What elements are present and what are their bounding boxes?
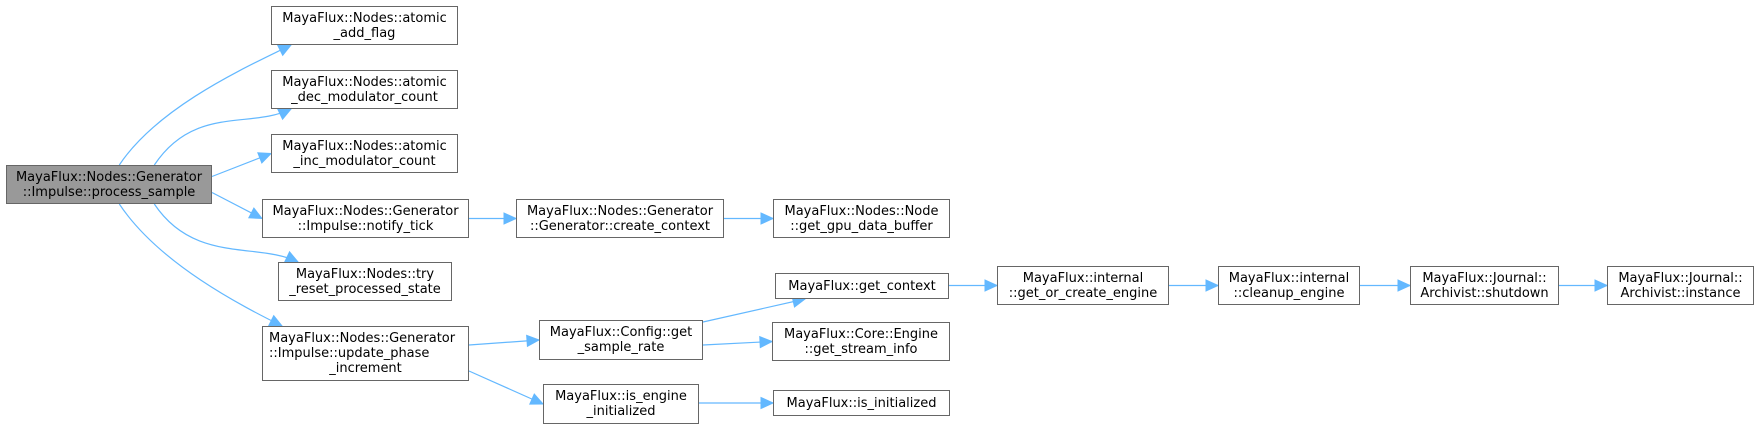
node-label: MayaFlux::Nodes::atomic [282,138,447,154]
node-label: Archivist::instance [1620,285,1741,301]
node-get-context[interactable]: MayaFlux::get_context [775,273,949,299]
node-root-process-sample[interactable]: MayaFlux::Nodes::Generator ::Impulse::pr… [6,165,212,204]
arrowhead-icon [1594,279,1609,292]
node-label: ::Generator::create_context [529,218,711,234]
node-get-or-create-engine[interactable]: MayaFlux::internal ::get_or_create_engin… [997,266,1169,305]
node-label: MayaFlux::internal [1022,270,1144,286]
node-get-sample-rate[interactable]: MayaFlux::Config::get _sample_rate [539,320,703,360]
node-label: ::Impulse::update_phase [269,346,430,361]
node-label: MayaFlux::Journal:: [1618,270,1743,286]
node-create-context[interactable]: MayaFlux::Nodes::Generator ::Generator::… [516,199,724,238]
edge-root-to-atomic_dec [153,108,292,166]
arrowhead-icon [277,44,293,57]
node-label: MayaFlux::get_context [788,278,936,294]
arrowhead-icon [284,250,300,263]
node-label: MayaFlux::Nodes::atomic [282,74,447,90]
node-archivist-instance[interactable]: MayaFlux::Journal:: Archivist::instance [1607,266,1754,305]
node-label: MayaFlux::Nodes::Generator [15,169,203,185]
node-label: MayaFlux::is_engine [555,389,687,404]
arrowhead-icon [257,152,273,164]
node-label: _inc_modulator_count [293,153,436,169]
node-label: MayaFlux::Nodes::Generator [272,203,459,219]
arrowhead-icon [759,335,774,349]
node-label: ::get_gpu_data_buffer [790,218,933,234]
node-label: _increment [329,361,402,376]
node-is-initialized[interactable]: MayaFlux::is_initialized [773,390,950,416]
node-get-gpu-data-buffer[interactable]: MayaFlux::Nodes::Node ::get_gpu_data_buf… [773,199,950,238]
node-label: _reset_processed_state [289,281,441,297]
node-label: MayaFlux::Nodes::Generator [526,203,714,219]
arrowhead-icon [760,212,775,225]
node-label: MayaFlux::internal [1228,270,1350,286]
arrowhead-icon [248,207,264,220]
arrowhead-icon [984,279,999,292]
edge-get_sample_rate-to-get_context [702,298,806,323]
edge-update_phase-to-is_engine_init [468,370,544,405]
node-label: ::get_or_create_engine [1008,285,1158,301]
node-is-engine-initialized[interactable]: MayaFlux::is_engine _initialized [543,384,699,424]
node-label: MayaFlux::Nodes::atomic [282,10,447,26]
node-atomic-inc-modulator-count[interactable]: MayaFlux::Nodes::atomic _inc_modulator_c… [271,134,458,173]
node-label: _add_flag [333,25,396,41]
node-archivist-shutdown[interactable]: MayaFlux::Journal:: Archivist::shutdown [1410,266,1559,305]
node-label: MayaFlux::Config::get [549,325,693,340]
arrowhead-icon [268,314,284,327]
node-get-stream-info[interactable]: MayaFlux::Core::Engine ::get_stream_info [772,322,950,361]
arrowhead-icon [1205,279,1220,292]
node-label: MayaFlux::Journal:: [1422,270,1547,286]
node-atomic-dec-modulator-count[interactable]: MayaFlux::Nodes::atomic _dec_modulator_c… [271,70,458,109]
edge-root-to-try_reset [153,203,299,263]
node-label: _sample_rate [577,340,665,355]
arrowhead-icon [529,393,545,405]
node-label: _dec_modulator_count [291,89,438,105]
node-atomic-add-flag[interactable]: MayaFlux::Nodes::atomic _add_flag [271,6,458,45]
node-label: MayaFlux::Core::Engine [783,326,939,342]
node-try-reset-processed-state[interactable]: MayaFlux::Nodes::try _reset_processed_st… [278,262,452,301]
node-label: MayaFlux::Nodes::Generator [269,331,456,346]
node-label: Archivist::shutdown [1420,285,1549,301]
node-label: ::Impulse::process_sample [22,184,196,200]
arrowhead-icon [1397,279,1412,292]
node-label: MayaFlux::Nodes::Node [784,203,939,219]
arrowhead-icon [503,212,518,225]
node-label: _initialized [586,404,656,419]
node-cleanup-engine[interactable]: MayaFlux::internal ::cleanup_engine [1218,266,1360,305]
node-notify-tick[interactable]: MayaFlux::Nodes::Generator ::Impulse::no… [262,199,469,238]
arrowhead-icon [526,334,541,348]
node-update-phase-increment[interactable]: MayaFlux::Nodes::Generator ::Impulse::up… [262,326,469,381]
node-label: ::Impulse::notify_tick [297,218,434,234]
node-label: ::get_stream_info [804,341,918,357]
node-label: MayaFlux::Nodes::try [295,266,435,282]
node-label: MayaFlux::is_initialized [786,395,937,411]
arrowhead-icon [760,396,775,410]
edge-root-to-update_phase [118,203,283,327]
edge-root-to-atomic_add_flag [118,44,292,166]
node-label: ::cleanup_engine [1233,285,1345,301]
arrowhead-icon [277,108,293,121]
